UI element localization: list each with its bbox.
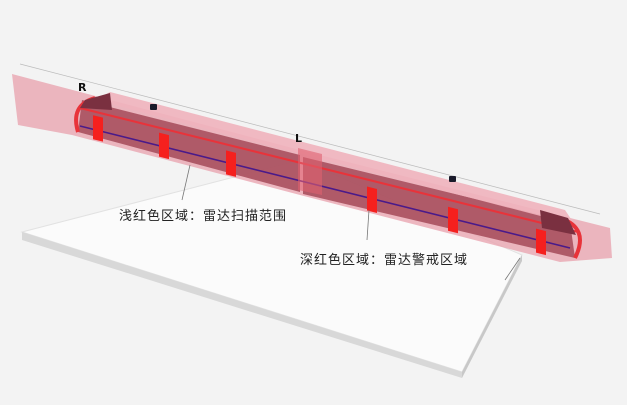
door xyxy=(226,150,236,177)
door xyxy=(93,115,103,142)
leader-line xyxy=(366,209,370,241)
train-cab-right xyxy=(540,210,576,235)
marker-r: R xyxy=(78,81,87,94)
door xyxy=(536,228,546,256)
train-red-line xyxy=(79,107,579,233)
train xyxy=(74,92,582,259)
radar-sensor-icon xyxy=(150,104,157,110)
leader-line xyxy=(181,164,191,201)
platform-end xyxy=(462,255,522,378)
door xyxy=(159,132,169,160)
radar-sensor-icon xyxy=(449,176,456,182)
train-roof xyxy=(95,92,575,225)
track-reference-line xyxy=(19,63,601,215)
leader-line xyxy=(504,257,521,281)
platform-side xyxy=(22,232,462,378)
train-cab-left xyxy=(80,93,112,110)
alert-zone xyxy=(298,148,322,195)
alert-zone-label: 深红色区域：雷达警戒区域 xyxy=(300,253,469,268)
door xyxy=(448,206,458,234)
marker-l: L xyxy=(295,132,303,145)
train-car-1 xyxy=(78,100,300,192)
scan-zone-label: 浅红色区域：雷达扫描范围 xyxy=(119,209,288,224)
door xyxy=(367,186,377,213)
